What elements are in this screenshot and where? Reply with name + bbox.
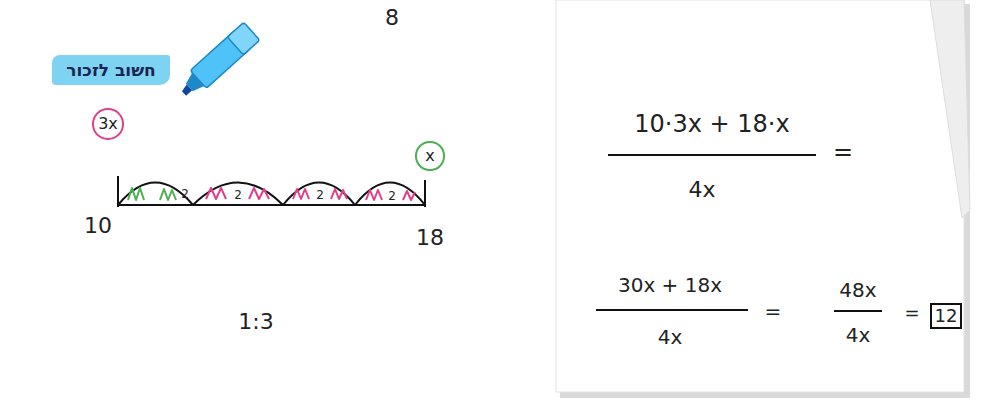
pen-cap (227, 22, 259, 55)
notepad (556, 0, 970, 398)
endpoint-value: 10 (84, 214, 112, 238)
jump-arc (283, 183, 355, 206)
numerator: 30x + 18x (618, 274, 722, 296)
green-scribble (160, 189, 176, 200)
jump-arc (193, 183, 283, 206)
node-text: 12 (935, 306, 958, 326)
highlighter-icon (175, 22, 259, 101)
number-line (118, 176, 425, 207)
fraction-bar (834, 310, 882, 312)
denominator: 4x (846, 324, 871, 346)
denominator: 4x (688, 178, 715, 202)
numerator: 48x (839, 279, 876, 301)
pink-scribble (331, 189, 347, 199)
pink-scribble (249, 188, 269, 199)
jump-size: 2 (316, 189, 324, 202)
green-scribble (128, 188, 144, 200)
fraction-bar (596, 309, 748, 311)
jump-size: 2 (388, 190, 396, 203)
answer-box: 12 (930, 303, 963, 329)
denominator: 4x (658, 326, 683, 348)
fraction-bars (596, 155, 882, 311)
ratio: 1:3 (238, 310, 273, 334)
pink-scribble (293, 189, 309, 199)
node-text: x (425, 147, 434, 165)
pink-scribble (403, 191, 415, 200)
pink-scribble (206, 188, 226, 199)
numerator: 10·3x + 18·x (634, 111, 789, 137)
notepad-page (556, 0, 964, 392)
equals-sign: = (765, 300, 782, 322)
callout-circle: x (415, 141, 445, 171)
node-text: חשוב לזכור (66, 61, 155, 80)
callout-circle: 3x (92, 108, 124, 140)
tick (117, 176, 119, 207)
jump-arc (355, 183, 425, 206)
title-banner: חשוב לזכור (52, 55, 169, 86)
fraction-bar (608, 154, 816, 156)
page-curl (930, 0, 970, 218)
equals-sign: = (904, 303, 919, 323)
pink-scribble (366, 190, 382, 200)
jump-size: 2 (181, 188, 189, 201)
jump-arc (118, 183, 193, 206)
scribbles (128, 188, 415, 200)
axis-line (118, 204, 425, 206)
note-mark: 8 (385, 6, 399, 30)
endpoint-value: 18 (416, 226, 444, 250)
pen-tip (181, 84, 192, 95)
node-text: 3x (98, 115, 118, 133)
equals-sign: = (833, 139, 853, 165)
jump-size: 2 (234, 189, 242, 202)
